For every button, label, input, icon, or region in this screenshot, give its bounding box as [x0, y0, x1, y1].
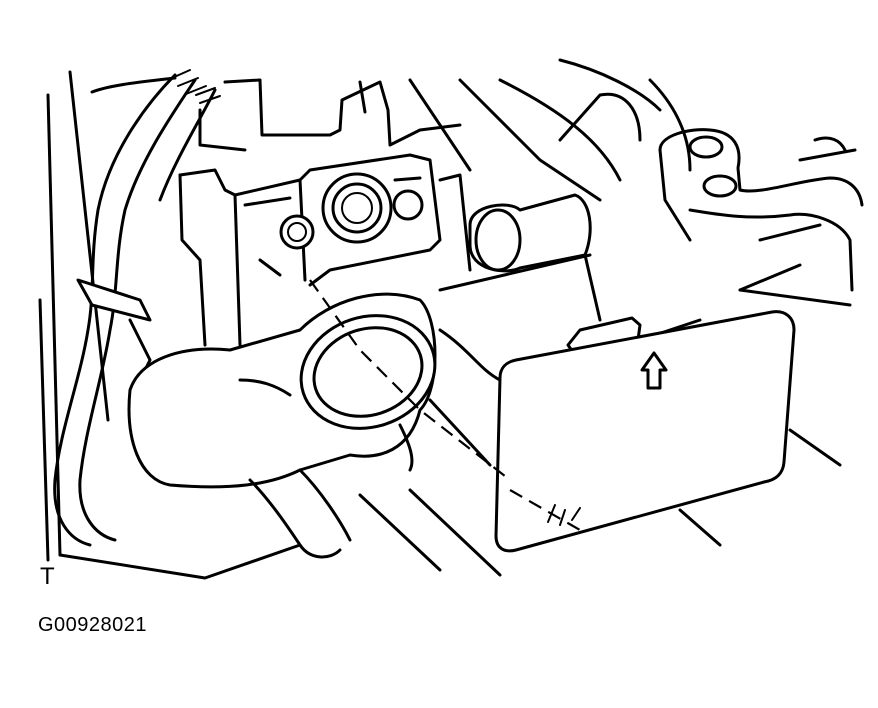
sensor-housing — [178, 153, 472, 347]
pipe-elbow — [127, 292, 437, 559]
cover-plate — [494, 310, 796, 553]
wire-harness — [53, 69, 221, 547]
left-frame-lines — [38, 70, 302, 580]
cylindrical-boss — [438, 193, 602, 322]
alignment-centerline — [309, 279, 511, 481]
lower-frame-lines — [358, 263, 842, 577]
view-letter: T — [40, 563, 55, 590]
sensor-bolts — [279, 172, 424, 250]
engine-block-upper — [90, 58, 692, 202]
up-arrow-icon — [640, 351, 668, 390]
figure-id: G00928021 — [38, 614, 148, 636]
mounting-bracket-right — [658, 128, 864, 307]
